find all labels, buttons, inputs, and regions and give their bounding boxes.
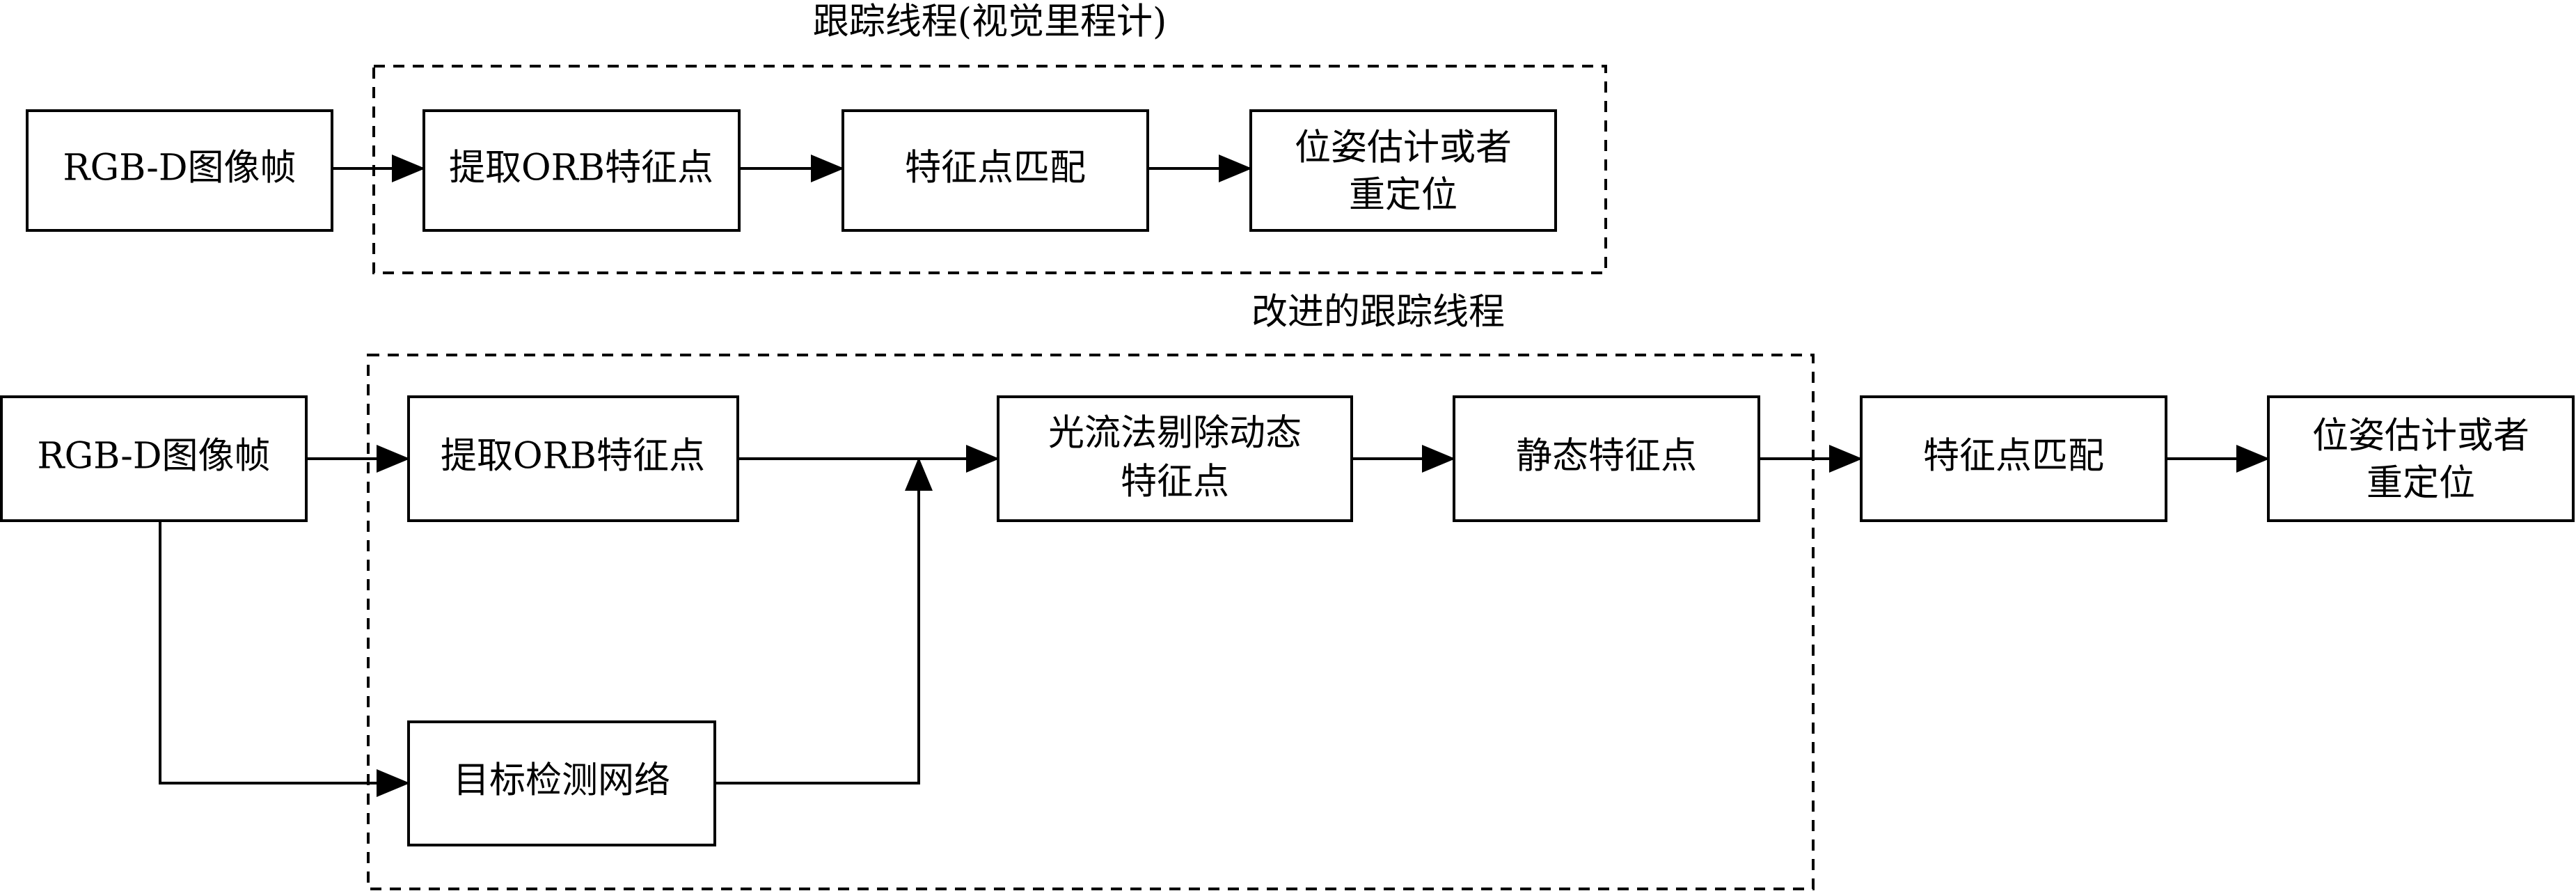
node-rgbd-frame: RGB-D图像帧 [26,109,333,232]
node-label: 特征点匹配 [1923,436,2104,478]
node-rgbd-frame-improved: RGB-D图像帧 [0,395,308,522]
node-extract-orb: 提取ORB特征点 [422,109,741,232]
node-label-line-1: 位姿估计或者 [2312,416,2529,457]
node-label-line-2: 重定位 [2366,463,2475,505]
node-feature-matching-improved: 特征点匹配 [1860,395,2167,522]
node-extract-orb-improved: 提取ORB特征点 [407,395,739,522]
node-label-line-2: 特征点 [1121,462,1229,503]
node-label: RGB-D图像帧 [63,148,296,189]
node-label: 特征点匹配 [905,148,1086,189]
node-object-detection-network: 目标检测网络 [407,720,716,846]
node-label-line-2: 重定位 [1349,175,1457,216]
node-pose-estimation-improved: 位姿估计或者 重定位 [2267,395,2575,522]
edge-detect-to-flow [715,457,933,784]
node-pose-estimation: 位姿估计或者 重定位 [1249,109,1557,232]
group-tracking-thread: 跟踪线程(视觉里程计) [372,1,1607,274]
node-label: 目标检测网络 [453,760,670,802]
node-label: 提取ORB特征点 [441,436,705,478]
edge-rgbd-to-detect [159,521,410,797]
node-feature-matching: 特征点匹配 [841,109,1149,232]
node-label: 提取ORB特征点 [449,148,713,189]
node-static-features: 静态特征点 [1453,395,1760,522]
edges [159,155,2270,797]
node-label-line-1: 光流法剔除动态 [1048,413,1302,455]
group-improved-tracking-thread: 改进的跟踪线程 [367,292,1815,890]
node-label: 静态特征点 [1516,436,1697,478]
node-label: RGB-D图像帧 [37,436,270,478]
group-label: 改进的跟踪线程 [1251,292,1505,333]
group-label: 跟踪线程(视觉里程计) [813,1,1167,43]
node-label-line-1: 位姿估计或者 [1295,127,1512,169]
node-optical-flow-removal: 光流法剔除动态 特征点 [997,395,1353,522]
